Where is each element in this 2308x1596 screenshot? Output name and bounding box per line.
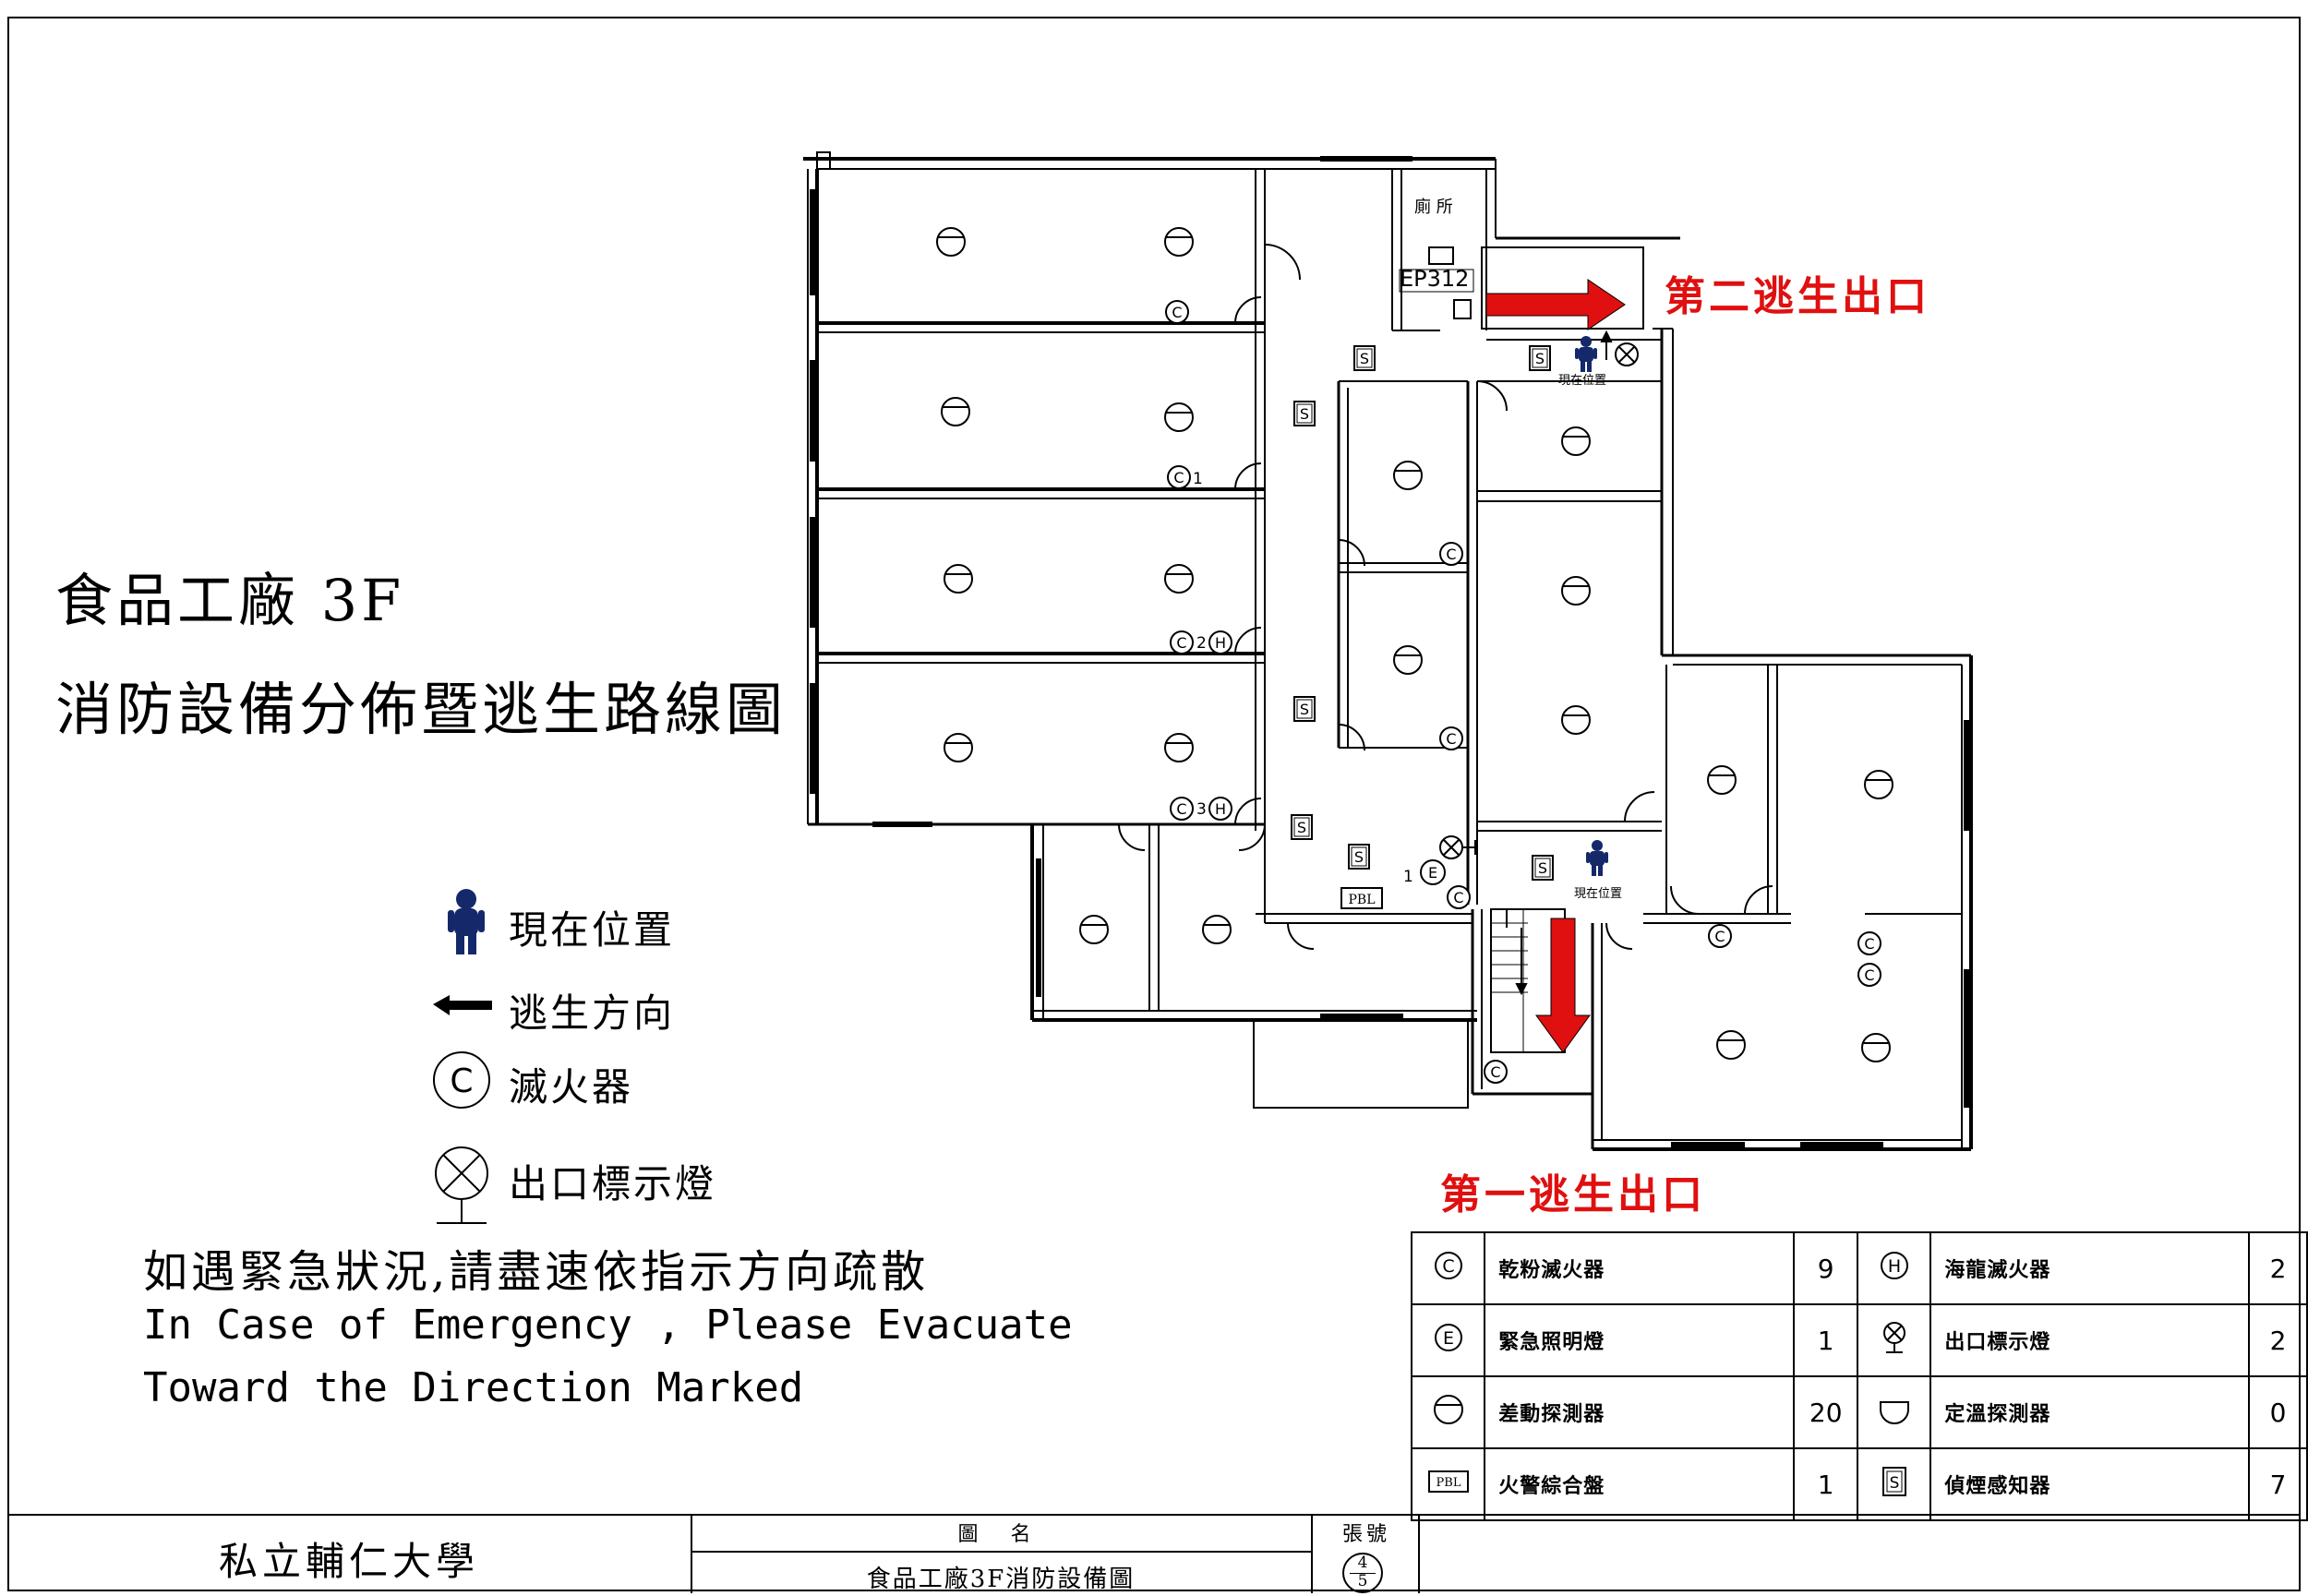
page-title: 食品工廠 3F: [55, 567, 405, 634]
equipment-name: 出口標示燈: [1929, 1303, 2250, 1377]
equipment-count: 20: [1793, 1375, 1859, 1449]
extinguisher-3-num: 3: [1196, 800, 1207, 819]
pbl-panel-icon: PBL: [1410, 1447, 1486, 1521]
page-subtitle: 消防設備分佈暨逃生路線圖: [55, 676, 787, 743]
equipment-name: 緊急照明燈: [1484, 1303, 1796, 1377]
table-row: 差動探測器 20 定溫探測器 0: [1410, 1375, 2308, 1449]
legend-label: 出口標示燈: [509, 1161, 717, 1206]
windows: [810, 156, 1969, 1147]
emergency-e-icon: E: [1410, 1303, 1486, 1377]
notice-english-line2: Toward the Direction Marked: [143, 1364, 804, 1411]
extinguisher-c-icon: C: [1410, 1231, 1486, 1305]
svg-text:E: E: [1443, 1328, 1454, 1349]
title-block: 私立輔仁大學 圖 名 食品工廠3F消防設備圖 張號 4 5: [7, 1514, 2301, 1593]
emergency-light-icon: E: [1420, 859, 1446, 885]
current-position-2-icon: [1586, 840, 1608, 876]
notice-chinese: 如遇緊急狀況,請盡速依指示方向疏散: [143, 1246, 930, 1298]
equipment-count: 9: [1793, 1231, 1859, 1305]
equipment-count: 2: [2248, 1303, 2308, 1377]
halon-h-icon: H: [1857, 1231, 1932, 1305]
walls: [803, 151, 1973, 1151]
exit-1-arrow-icon: [1535, 918, 1591, 1053]
arrow-left-icon: [433, 995, 492, 1015]
legend-label: 現在位置: [509, 907, 676, 953]
equipment-count: 1: [1793, 1447, 1859, 1521]
exit-2-arrow-icon: [1485, 279, 1626, 330]
svg-text:H: H: [1888, 1256, 1901, 1277]
second-exit-label: 第二逃生出口: [1665, 273, 1930, 320]
smoke-detectors: [1291, 345, 1554, 881]
first-exit-label: 第一逃生出口: [1440, 1171, 1706, 1218]
fixed-temp-detector-icon: [1857, 1375, 1932, 1449]
notice-english-line1: In Case of Emergency , Please Evacuate: [143, 1302, 1073, 1349]
equipment-count: 1: [1793, 1303, 1859, 1377]
person-icon: [448, 889, 485, 954]
exit-lights: [1439, 342, 1639, 859]
equipment-name: 乾粉滅火器: [1484, 1231, 1796, 1305]
door-swings: [1118, 244, 1773, 950]
svg-text:PBL: PBL: [1436, 1476, 1461, 1490]
current-position-2-label: 現在位置: [1574, 887, 1622, 901]
figure-name: 食品工廠3F消防設備圖: [866, 1566, 1136, 1593]
figure-label: 圖 名: [957, 1523, 1044, 1546]
current-position-1-label: 現在位置: [1558, 374, 1606, 388]
pbl-panel: PBL: [1340, 887, 1383, 909]
equipment-table: C 乾粉滅火器 9 H 海龍滅火器 2 E 緊急照明燈 1 出口標示燈 2 差動…: [1410, 1231, 2308, 1521]
legend-label: 滅火器: [509, 1064, 634, 1110]
emergency-light-num: 1: [1403, 868, 1413, 886]
drawing-frame: [7, 17, 2301, 1591]
extinguisher-1-num: 1: [1193, 470, 1203, 488]
svg-text:S: S: [1889, 1474, 1899, 1493]
equipment-count: 0: [2248, 1375, 2308, 1449]
svg-text:E: E: [1428, 864, 1437, 882]
current-position-1-icon: [1575, 336, 1597, 372]
table-row: C 乾粉滅火器 9 H 海龍滅火器 2: [1410, 1231, 2308, 1305]
equipment-name: 海龍滅火器: [1929, 1231, 2250, 1305]
exit-light-icon: [1857, 1303, 1932, 1377]
equipment-count: 2: [2248, 1231, 2308, 1305]
school-name: 私立輔仁大學: [218, 1539, 479, 1584]
smoke-detector-icon: S: [1857, 1447, 1932, 1521]
sheet-number: 4: [1357, 1554, 1368, 1572]
extinguisher-c-icon: C: [433, 1051, 490, 1109]
rate-rise-detector-icon: [1410, 1375, 1486, 1449]
ep-panel-label: EP312: [1400, 266, 1469, 292]
exit-light-icon: [435, 1146, 488, 1224]
stair-arrows: [1506, 330, 1613, 996]
equipment-name: 定溫探測器: [1929, 1375, 2250, 1449]
extinguisher-2-num: 2: [1196, 634, 1207, 653]
table-row: E 緊急照明燈 1 出口標示燈 2: [1410, 1303, 2308, 1377]
svg-text:C: C: [1442, 1256, 1454, 1277]
toilet-label: 廁 所: [1414, 197, 1453, 217]
sheet-total: 5: [1357, 1572, 1368, 1590]
equipment-name: 偵煙感知器: [1929, 1447, 2250, 1521]
svg-text:PBL: PBL: [1348, 893, 1375, 907]
legend-label: 逃生方向: [509, 990, 676, 1036]
equipment-name: 火警綜合盤: [1484, 1447, 1796, 1521]
table-row: PBL 火警綜合盤 1 S 偵煙感知器 7: [1410, 1447, 2308, 1521]
equipment-name: 差動探測器: [1484, 1375, 1796, 1449]
sheet-number-badge: 4 5: [1342, 1553, 1383, 1593]
sheet-label: 張號: [1341, 1523, 1390, 1546]
rate-rise-detectors: [936, 227, 1893, 1062]
equipment-count: 7: [2248, 1447, 2308, 1521]
svg-text:C: C: [450, 1062, 473, 1100]
